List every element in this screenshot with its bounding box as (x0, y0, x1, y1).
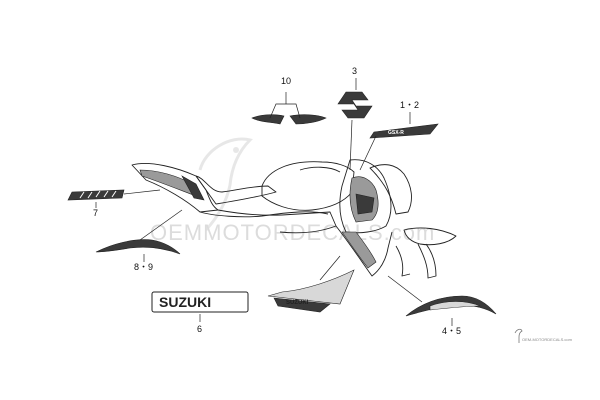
callout-7: 7 (93, 208, 98, 218)
callout-6: 6 (197, 324, 202, 334)
gsxr-decal-mark: GSX-R (388, 130, 404, 136)
decal-part-7: 7 (67, 189, 161, 218)
suzuki-s-logo-icon (337, 91, 373, 119)
decal-part-6: SUZUKI 6 (151, 291, 249, 334)
callout-1-2: 1・2 (400, 100, 419, 110)
decal-side-panel: SUZUKI (267, 255, 355, 313)
watermark-corner-bird-icon (514, 328, 523, 343)
watermark-corner-text: OEM-MOTORDECALS.com (522, 337, 573, 342)
watermark-corner: OEM-MOTORDECALS.com (514, 328, 573, 343)
decal-part-10: 10 (251, 76, 327, 125)
decal-part-4-5: 4・5 (387, 275, 497, 336)
decal-part-1-2: GSX-R 1・2 (359, 100, 439, 171)
callout-3: 3 (352, 66, 357, 76)
callout-10: 10 (281, 76, 291, 86)
motorcycle-outline (131, 159, 457, 279)
decal-part-8-9: 8・9 (95, 209, 183, 272)
callout-4-5: 4・5 (442, 326, 461, 336)
suzuki-logo-text: SUZUKI (159, 294, 211, 310)
side-panel-text: SUZUKI (286, 300, 309, 306)
decal-part-3: 3 (337, 66, 373, 171)
callout-8-9: 8・9 (134, 262, 153, 272)
